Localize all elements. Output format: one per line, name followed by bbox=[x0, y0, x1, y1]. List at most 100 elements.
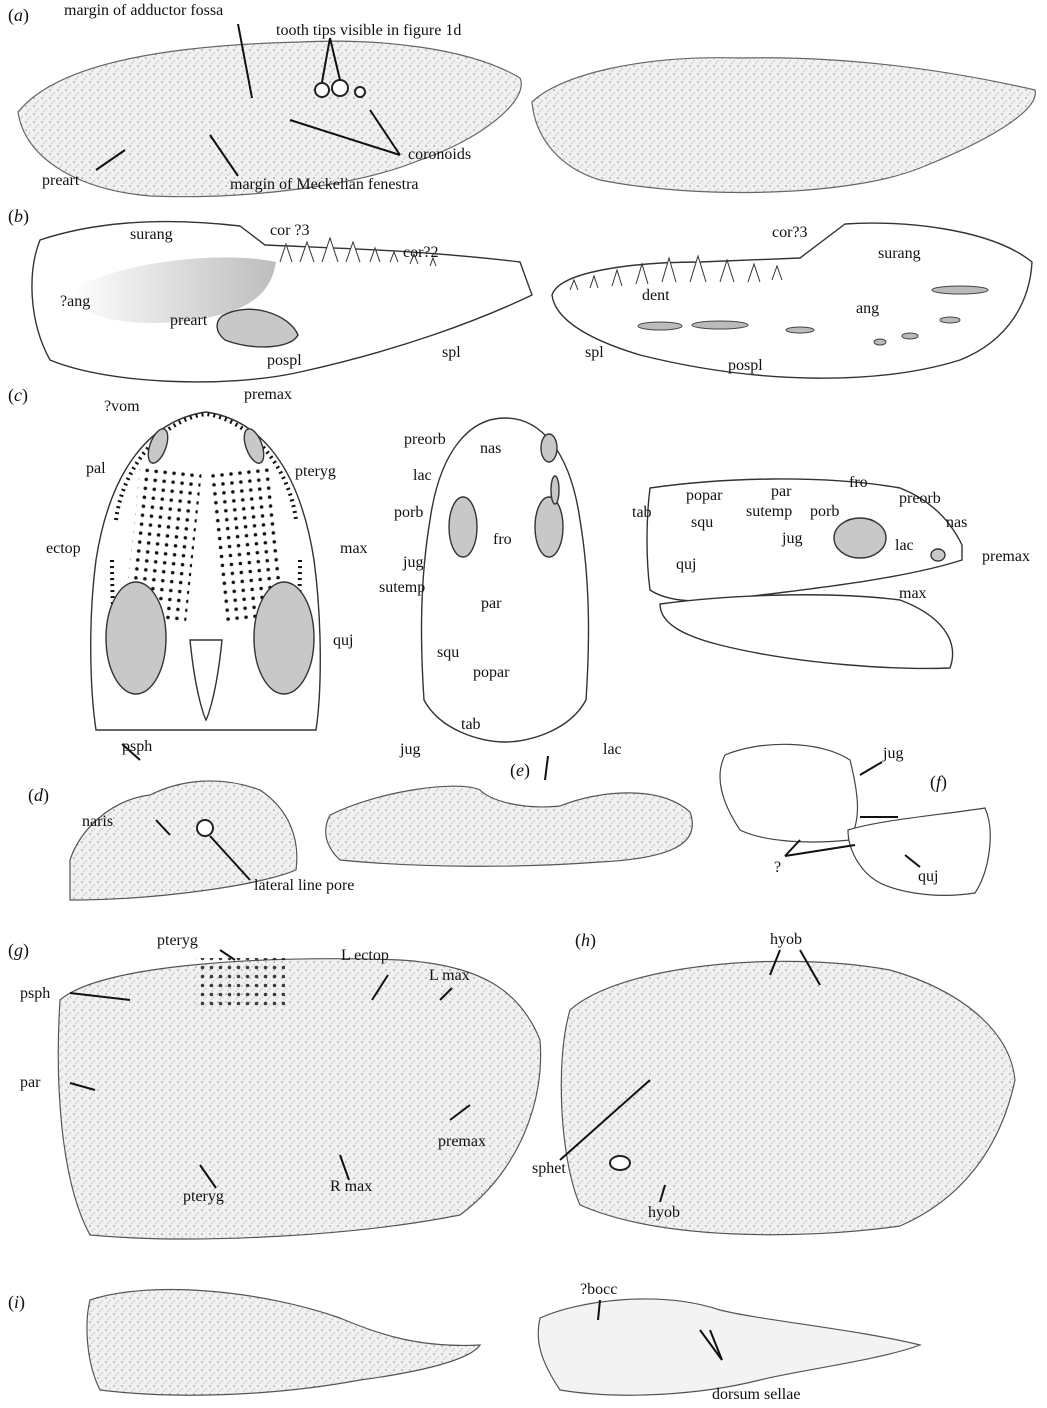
label-tab-lateral: tab bbox=[632, 504, 652, 522]
label-quj-lateral: quj bbox=[676, 556, 696, 574]
label-par-g: par bbox=[20, 1074, 40, 1092]
label-pospl-right: pospl bbox=[728, 357, 763, 375]
label-popar-dorsal: popar bbox=[473, 664, 509, 682]
label-psph: psph bbox=[122, 738, 152, 756]
label-cor2: cor?2 bbox=[403, 244, 439, 262]
label-cor3-right: cor?3 bbox=[772, 224, 808, 242]
dorsal-skull-outline bbox=[422, 418, 589, 742]
lateral-lower-jaw bbox=[660, 595, 953, 669]
label-psph-g: psph bbox=[20, 985, 50, 1003]
panel-label-g: (g) bbox=[8, 940, 29, 960]
label-spl-right: spl bbox=[585, 344, 604, 362]
pineal-slit bbox=[551, 476, 559, 504]
label-sutemp-lateral: sutemp bbox=[746, 503, 792, 521]
panel-label-c: (c) bbox=[8, 385, 28, 405]
label-bocc: ?bocc bbox=[580, 1281, 617, 1299]
right-orbit bbox=[535, 497, 563, 557]
panel-label-f: (f) bbox=[930, 772, 947, 792]
label-par-lateral: par bbox=[771, 483, 791, 501]
panel-c-dorsal-skull bbox=[422, 418, 589, 742]
label-max-ventral: max bbox=[340, 540, 368, 558]
label-preorb-dorsal: preorb bbox=[404, 431, 446, 449]
label-squ-dorsal: squ bbox=[437, 644, 459, 662]
label-naris: naris bbox=[82, 813, 113, 831]
label-hyob-top: hyob bbox=[770, 931, 802, 949]
label-surang-right: surang bbox=[878, 245, 921, 263]
panel-e-specimen bbox=[326, 786, 693, 866]
panel-a-jaw-labial bbox=[532, 58, 1035, 193]
label-jug-e: jug bbox=[400, 741, 420, 759]
label-premax-lateral: premax bbox=[982, 548, 1030, 566]
right-adductor-fenestra bbox=[254, 582, 314, 694]
label-preart-a: preart bbox=[42, 172, 79, 190]
label-lac-lateral: lac bbox=[895, 537, 914, 555]
label-jug-f: jug bbox=[883, 745, 903, 763]
lateral-orbit bbox=[834, 518, 886, 558]
label-ang: ang bbox=[856, 300, 879, 318]
left-naris bbox=[541, 434, 557, 462]
label-nas-dorsal: nas bbox=[480, 440, 501, 458]
label-question-f: ? bbox=[774, 859, 781, 877]
label-preart-b: preart bbox=[170, 312, 207, 330]
label-fro-dorsal: fro bbox=[493, 531, 512, 549]
label-dent: dent bbox=[642, 287, 670, 305]
label-vom: ?vom bbox=[104, 398, 140, 416]
left-adductor-fenestra bbox=[106, 582, 166, 694]
label-coronoids: coronoids bbox=[408, 146, 471, 164]
label-jug-lateral: jug bbox=[782, 530, 802, 548]
panel-label-b: (b) bbox=[8, 206, 29, 226]
label-popar-lateral: popar bbox=[686, 487, 722, 505]
label-quj-ventral: quj bbox=[333, 632, 353, 650]
label-cor3: cor ?3 bbox=[270, 222, 310, 240]
panel-label-d: (d) bbox=[28, 785, 49, 805]
label-r-max: R max bbox=[330, 1178, 372, 1196]
lateral-naris bbox=[931, 549, 945, 561]
label-l-ectop: L ectop bbox=[341, 947, 389, 965]
label-pteryg: pteryg bbox=[295, 463, 336, 481]
label-pospl-left: pospl bbox=[267, 352, 302, 370]
label-squ-lateral: squ bbox=[691, 514, 713, 532]
label-pteryg-top: pteryg bbox=[157, 932, 198, 950]
label-tab-dorsal: tab bbox=[461, 716, 481, 734]
label-sphet: sphet bbox=[532, 1160, 566, 1178]
panel-label-e: (e) bbox=[510, 760, 530, 780]
label-fro-lateral: fro bbox=[849, 474, 868, 492]
label-lac-dorsal: lac bbox=[413, 467, 432, 485]
panel-g-specimen bbox=[58, 958, 540, 1239]
panel-a-jaw-lingual bbox=[18, 41, 521, 196]
label-ang-q: ?ang bbox=[60, 293, 90, 311]
panel-i-specimen bbox=[87, 1290, 920, 1396]
label-hyob-bottom: hyob bbox=[648, 1204, 680, 1222]
panel-a-specimens bbox=[18, 24, 1035, 197]
label-preorb-lateral: preorb bbox=[899, 490, 941, 508]
label-l-max: L max bbox=[429, 967, 470, 985]
panel-c-ventral-skull bbox=[91, 412, 321, 730]
label-jug-dorsal: jug bbox=[403, 554, 423, 572]
label-dorsum-sellae: dorsum sellae bbox=[712, 1386, 800, 1404]
label-pteryg-bottom: pteryg bbox=[183, 1188, 224, 1206]
label-ectop: ectop bbox=[46, 540, 81, 558]
label-porb-lateral: porb bbox=[810, 503, 839, 521]
panel-label-h: (h) bbox=[575, 930, 596, 950]
panel-label-a: (a) bbox=[8, 5, 29, 25]
label-quj-f: quj bbox=[918, 868, 938, 886]
label-max-lateral: max bbox=[899, 585, 927, 603]
label-tooth-tips: tooth tips visible in figure 1d bbox=[276, 22, 461, 40]
label-par-dorsal: par bbox=[481, 595, 501, 613]
label-lateral-line-pore: lateral line pore bbox=[254, 877, 354, 895]
panel-f-specimen bbox=[720, 744, 990, 895]
panel-label-i: (i) bbox=[8, 1292, 25, 1312]
label-sutemp-dorsal: sutemp bbox=[379, 579, 425, 597]
label-spl-left: spl bbox=[442, 344, 461, 362]
label-lac-e: lac bbox=[603, 741, 622, 759]
label-margin-adductor-fossa: margin of adductor fossa bbox=[64, 2, 223, 20]
label-surang-left: surang bbox=[130, 226, 173, 244]
label-premax-g: premax bbox=[438, 1133, 486, 1151]
label-margin-meckelian: margin of Meckelian fenestra bbox=[230, 176, 419, 194]
label-premax-ventral: premax bbox=[244, 386, 292, 404]
label-pal: pal bbox=[86, 460, 106, 478]
label-nas-lateral: nas bbox=[946, 514, 967, 532]
left-orbit bbox=[449, 497, 477, 557]
